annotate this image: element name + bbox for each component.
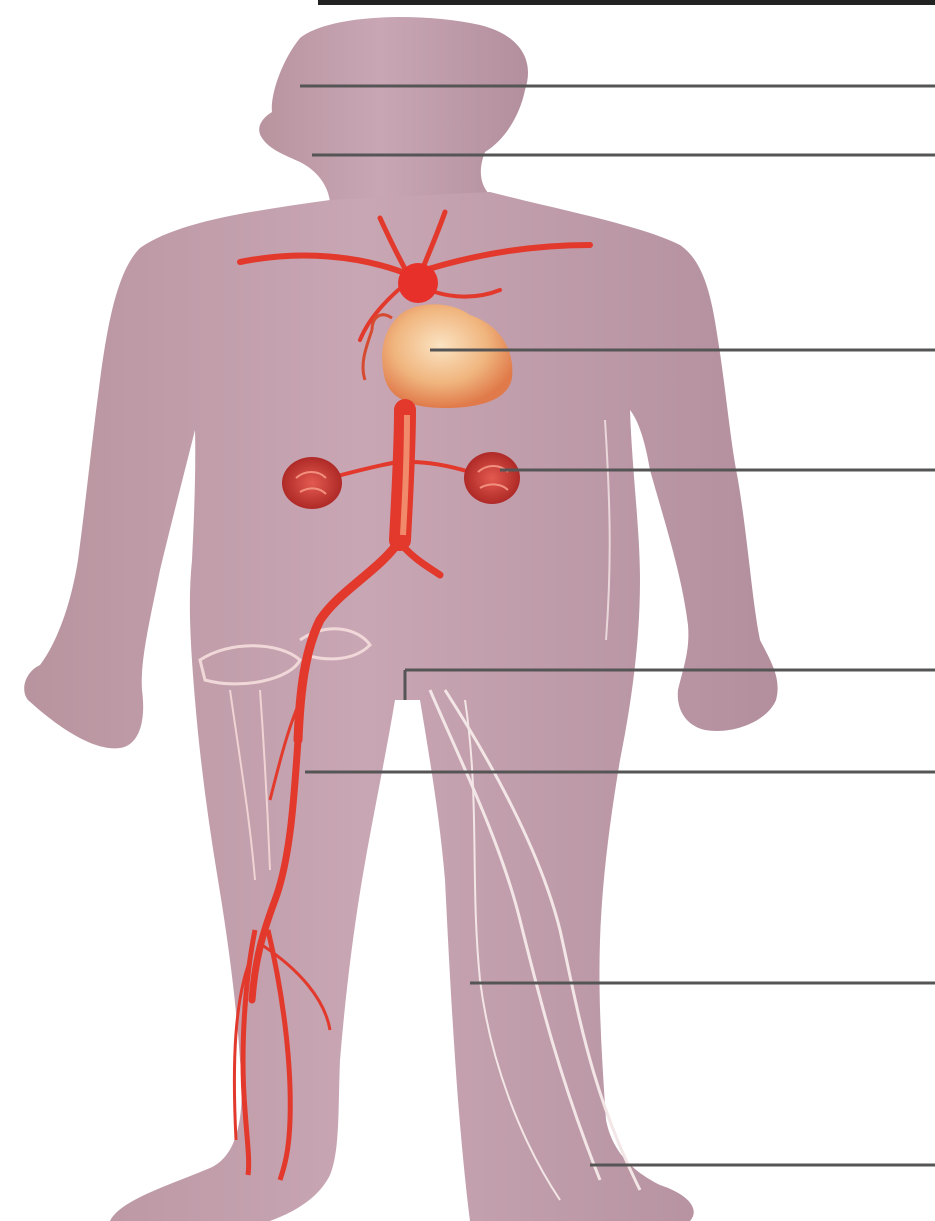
aortic-arch bbox=[398, 263, 438, 303]
right-kidney bbox=[464, 452, 520, 504]
head bbox=[259, 17, 528, 205]
top-border bbox=[318, 0, 935, 5]
left-kidney bbox=[282, 457, 342, 509]
body-silhouette bbox=[24, 17, 777, 1221]
